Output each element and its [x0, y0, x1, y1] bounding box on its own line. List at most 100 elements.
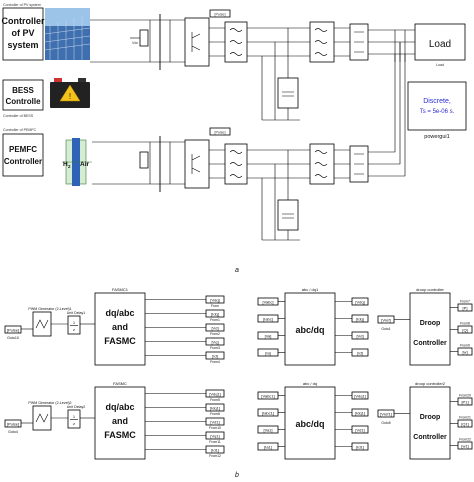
- from-tag-5[interactable]: [Id]: [205, 351, 225, 360]
- svg-text:1: 1: [73, 320, 76, 325]
- pulse-goto-tag[interactable]: [Pulse]: [4, 419, 22, 428]
- droop-from-tag-1[interactable]: [P1]: [457, 397, 473, 406]
- pemfc-controller-block[interactable]: PEMFC Controller: [2, 133, 44, 177]
- from-tag-3[interactable]: [Vd]: [205, 323, 225, 332]
- droop-output-tag[interactable]: [Vref1]: [377, 409, 395, 418]
- unit-delay-title: Unit Delay1: [67, 311, 86, 315]
- abc-in-tag-2[interactable]: [Iabc1]: [257, 408, 279, 417]
- load-block[interactable]: Load: [414, 23, 466, 61]
- svg-text:[Q]: [Q]: [462, 327, 467, 332]
- from-label-4: From11: [209, 440, 221, 444]
- svg-text:[Id1]: [Id1]: [211, 447, 219, 452]
- abc-out-tag-1[interactable]: [Vdq1]: [351, 391, 369, 400]
- fuel-cell-image: H 2 Air: [62, 138, 92, 186]
- droop-from-label-2: From8: [460, 322, 470, 326]
- from-tag-1[interactable]: [Vdq]: [205, 295, 225, 304]
- abc-out-tag-3[interactable]: [Vd]: [351, 331, 369, 340]
- abc-dq-title: abc / dq: [303, 381, 317, 386]
- from-tag-3[interactable]: [Vd1]: [205, 417, 225, 426]
- svg-text:[Vd1]: [Vd1]: [210, 419, 219, 424]
- droop-from-tag-2[interactable]: [Q]: [457, 325, 473, 334]
- upper-power-circuit: Vdc: [90, 14, 415, 121]
- pemfc-title-line-2: Controller: [4, 157, 42, 166]
- pv-controller-block[interactable]: Controller of PV system: [1, 7, 45, 61]
- from-tag-5[interactable]: [Id1]: [205, 445, 225, 454]
- air-label: Air: [80, 161, 90, 168]
- droop-from-tag-2[interactable]: [Q1]: [457, 419, 473, 428]
- svg-text:[Ia]: [Ia]: [265, 350, 271, 355]
- abc-in-tag-1[interactable]: [Vabc1]: [257, 391, 279, 400]
- from-tag-1[interactable]: [Vdq1]: [205, 389, 225, 398]
- pulse-tag-bottom[interactable]: [Pulse]: [209, 127, 231, 136]
- droop-from-label-3: From9: [460, 344, 470, 348]
- from-tag-4[interactable]: [Vq1]: [205, 431, 225, 440]
- svg-text:[Idq]: [Idq]: [211, 311, 219, 316]
- abc-in-tag-3[interactable]: [Va1]: [257, 425, 279, 434]
- svg-text:[Idq1]: [Idq1]: [210, 405, 220, 410]
- bess-caption: Controller of BESS: [3, 114, 34, 118]
- svg-text:[Vref]: [Vref]: [381, 317, 390, 322]
- bess-controller-block[interactable]: BESS Controlle: [2, 79, 44, 111]
- droop-line-1: Droop: [420, 320, 441, 327]
- svg-text:[P]: [P]: [463, 305, 468, 310]
- filter-block-2-bottom[interactable]: [309, 143, 335, 185]
- svg-text:[w1]: [w1]: [461, 443, 468, 448]
- droop-line-1: Droop: [420, 414, 441, 421]
- abc-in-tag-4[interactable]: [Ia1]: [257, 442, 279, 451]
- unit-delay-block[interactable]: 1z: [67, 315, 81, 335]
- fasmc-line-2: and: [112, 416, 128, 426]
- pwm-generator-block[interactable]: [32, 311, 52, 337]
- pulse-goto-tag[interactable]: [Pulse]: [4, 325, 22, 334]
- abc-out-tag-2[interactable]: [Idq]: [351, 314, 369, 323]
- unit-delay-block[interactable]: 1z: [67, 409, 81, 429]
- droop-output-tag[interactable]: [Vref]: [377, 315, 395, 324]
- abc-dq-block[interactable]: abc/dq: [284, 292, 336, 366]
- droop-goto-label: Goto1: [381, 327, 390, 331]
- load-label: Load: [429, 39, 451, 50]
- droop-from-tag-3[interactable]: [w]: [457, 347, 473, 356]
- from-tag-4[interactable]: [Vq]: [205, 337, 225, 346]
- abc-in-tag-2[interactable]: [Iabc]: [257, 314, 279, 323]
- inverter-block-bottom[interactable]: [184, 139, 210, 189]
- svg-text:[Pulse]: [Pulse]: [215, 131, 226, 135]
- powergui-block[interactable]: Discrete, Ts = 5e-06 s.: [407, 81, 467, 131]
- abc-out-tag-4[interactable]: [Id1]: [351, 442, 369, 451]
- from-label-3: From2: [210, 332, 220, 336]
- abc-in-tag-4[interactable]: [Ia]: [257, 348, 279, 357]
- abc-dq-block[interactable]: abc/dq: [284, 386, 336, 460]
- droop-from-tag-3[interactable]: [w1]: [457, 441, 473, 450]
- abc-out-tag-3[interactable]: [Vd1]: [351, 425, 369, 434]
- svg-text:[Pulse]: [Pulse]: [7, 421, 19, 426]
- abc-out-tag-1[interactable]: [Vdq]: [351, 297, 369, 306]
- discrete-line-1: Discrete,: [423, 98, 451, 105]
- fasmc-title: FASMC: [113, 381, 127, 386]
- from-tag-2[interactable]: [Idq1]: [205, 403, 225, 412]
- pwm-generator-block[interactable]: [32, 405, 52, 431]
- abc-out-tag-2[interactable]: [Idq1]: [351, 408, 369, 417]
- abc-in-tag-1[interactable]: [Vabc]: [257, 297, 279, 306]
- pwm-generator-title: PWM Generator (2-Level)2: [28, 401, 71, 405]
- svg-text:1: 1: [73, 414, 76, 419]
- battery-image: !: [50, 78, 90, 108]
- capacitor-bank-top[interactable]: [277, 77, 299, 109]
- svg-text:[Va]: [Va]: [265, 333, 272, 338]
- abc-out-tag-4[interactable]: [Id]: [351, 348, 369, 357]
- filter-block-2-top[interactable]: [309, 21, 335, 63]
- pulse-tag-top[interactable]: [Pulse]: [209, 9, 231, 18]
- svg-text:[P1]: [P1]: [461, 399, 468, 404]
- svg-text:z: z: [73, 421, 75, 426]
- from-label-4: From3: [210, 346, 220, 350]
- from-label-5: From12: [209, 454, 221, 458]
- pwm-generator-title: PWM Generator (2-Level)1: [28, 307, 71, 311]
- droop-from-tag-1[interactable]: [P]: [457, 303, 473, 312]
- inverter-block-top[interactable]: [184, 17, 210, 67]
- fasmc-title: FASMC1: [112, 287, 129, 292]
- capacitor-bank-bottom[interactable]: [277, 199, 299, 231]
- abc-in-tag-3[interactable]: [Va]: [257, 331, 279, 340]
- from-tag-2[interactable]: [Idq]: [205, 309, 225, 318]
